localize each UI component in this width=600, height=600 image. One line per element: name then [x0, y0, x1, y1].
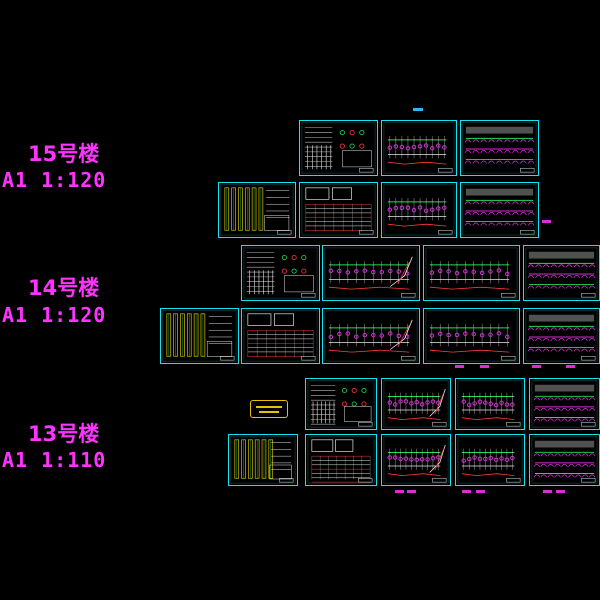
drawing-sheet-section: [381, 378, 451, 430]
sheet-drawing: [220, 184, 294, 236]
drawing-sheet-plan: [381, 120, 457, 176]
sheet-drawing: [457, 436, 523, 484]
sheet-drawing: [324, 310, 418, 362]
drawing-sheet-elevation: [460, 182, 539, 238]
drawing-sheet-elevation: [523, 245, 600, 301]
building-13-title: 13号楼: [28, 422, 100, 446]
marker: [476, 490, 485, 493]
title-stamp: [250, 400, 288, 418]
marker: [543, 490, 552, 493]
sheet-drawing: [230, 436, 296, 484]
building-13-scale: A1 1:110: [2, 448, 107, 472]
sheet-drawing: [324, 247, 418, 299]
drawing-sheet-elevation: [523, 308, 600, 364]
drawing-sheet-section: [322, 245, 420, 301]
sheet-drawing: [243, 247, 318, 299]
drawing-sheet-section: [322, 308, 420, 364]
drawing-sheet-plan: [455, 434, 525, 486]
marker-top: [413, 108, 423, 111]
sheet-drawing: [462, 184, 537, 236]
marker: [395, 490, 404, 493]
sheet-drawing: [525, 247, 598, 299]
building-15-title: 15号楼: [28, 142, 100, 166]
drawing-sheet-schedule: [299, 182, 378, 238]
drawing-sheet-notes: [299, 120, 378, 176]
sheet-drawing: [531, 380, 598, 428]
drawing-sheet-section: [381, 434, 451, 486]
marker: [480, 365, 489, 368]
sheet-drawing: [425, 310, 518, 362]
drawing-sheet-schedule: [305, 434, 377, 486]
building-14-scale: A1 1:120: [2, 303, 107, 327]
sheet-drawing: [301, 184, 376, 236]
sheet-drawing: [383, 184, 455, 236]
drawing-sheet-notes: [305, 378, 377, 430]
drawing-sheet-plan: [455, 378, 525, 430]
sheet-drawing: [462, 122, 537, 174]
drawing-sheet-column-grid: [228, 434, 298, 486]
drawing-sheet-notes: [241, 245, 320, 301]
building-14-title: 14号楼: [28, 276, 100, 300]
sheet-drawing: [425, 247, 518, 299]
sheet-drawing: [307, 436, 375, 484]
sheet-drawing: [457, 380, 523, 428]
drawing-sheet-plan: [423, 245, 520, 301]
drawing-sheet-column-grid: [218, 182, 296, 238]
building-15-scale: A1 1:120: [2, 168, 107, 192]
marker: [532, 365, 541, 368]
marker: [407, 490, 416, 493]
drawing-sheet-plan: [381, 182, 457, 238]
sheet-drawing: [307, 380, 375, 428]
sheet-drawing: [383, 380, 449, 428]
drawing-sheet-column-grid: [160, 308, 239, 364]
drawing-sheet-plan: [423, 308, 520, 364]
sheet-drawing: [243, 310, 318, 362]
marker: [462, 490, 471, 493]
sheet-drawing: [301, 122, 376, 174]
sheet-drawing: [383, 122, 455, 174]
drawing-sheet-elevation: [529, 378, 600, 430]
sheet-drawing: [531, 436, 598, 484]
marker: [566, 365, 575, 368]
sheet-drawing: [383, 436, 449, 484]
drawing-sheet-schedule: [241, 308, 320, 364]
marker: [542, 220, 551, 223]
marker: [455, 365, 464, 368]
marker: [556, 490, 565, 493]
drawing-sheet-elevation: [460, 120, 539, 176]
drawing-sheet-elevation: [529, 434, 600, 486]
sheet-drawing: [525, 310, 598, 362]
sheet-drawing: [162, 310, 237, 362]
